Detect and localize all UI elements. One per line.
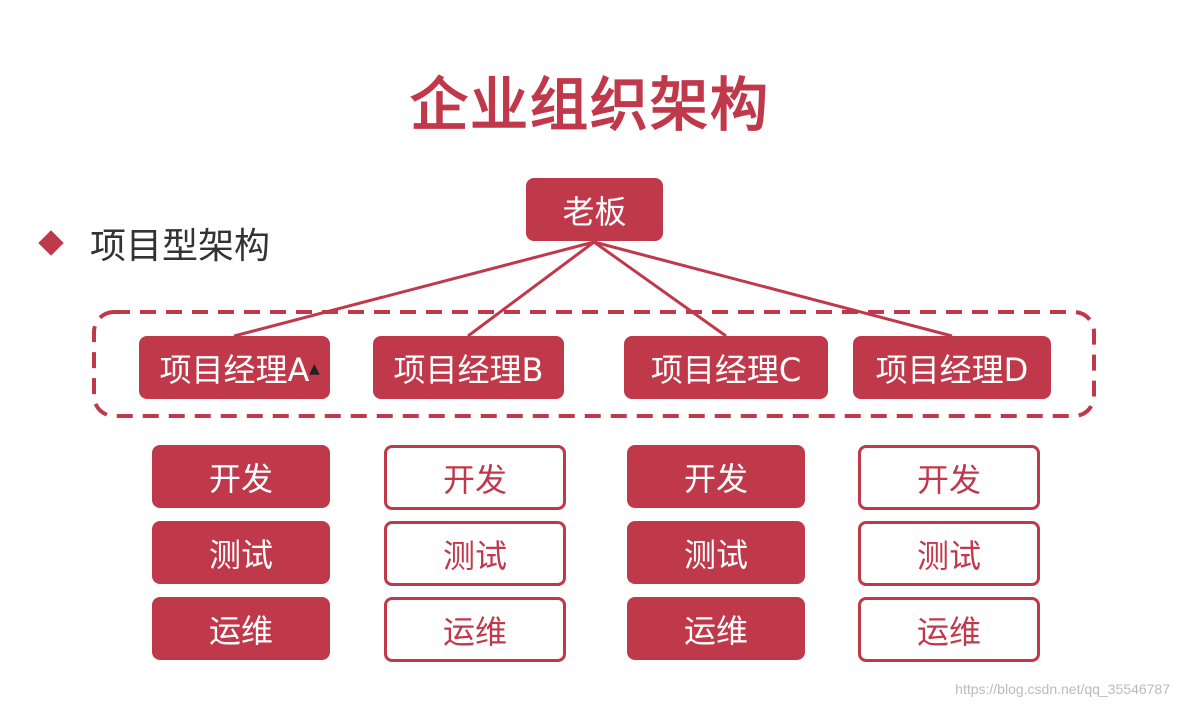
team-d-dev: 开发 [858,445,1040,510]
team-a-test: 测试 [152,521,330,584]
manager-node-c: 项目经理C [624,336,828,399]
team-d-test: 测试 [858,521,1040,586]
team-b-test: 测试 [384,521,566,586]
team-a-dev: 开发 [152,445,330,508]
manager-node-a: 项目经理A [139,336,330,399]
manager-node-b: 项目经理B [373,336,564,399]
team-b-dev: 开发 [384,445,566,510]
section-label: 项目型架构 [90,226,271,267]
diagram-title: 企业组织架构 [409,71,770,139]
section-bullet: 项目型架构 [36,218,270,268]
connector-line-b [467,240,595,338]
connector-line-a [233,240,595,338]
watermark-url: https://blog.csdn.net/qq_35546787 [955,681,1170,697]
boss-node: 老板 [526,178,663,241]
team-b-ops: 运维 [384,597,566,662]
team-c-test: 测试 [627,521,805,584]
mouse-pointer-icon: ▲ [309,361,320,377]
manager-group-dashed-frame [92,310,1096,418]
team-a-ops: 运维 [152,597,330,660]
connector-line-c [593,240,727,338]
connector-line-d [593,240,953,338]
team-d-ops: 运维 [858,597,1040,662]
team-c-dev: 开发 [627,445,805,508]
manager-node-d: 项目经理D [853,336,1051,399]
team-c-ops: 运维 [627,597,805,660]
